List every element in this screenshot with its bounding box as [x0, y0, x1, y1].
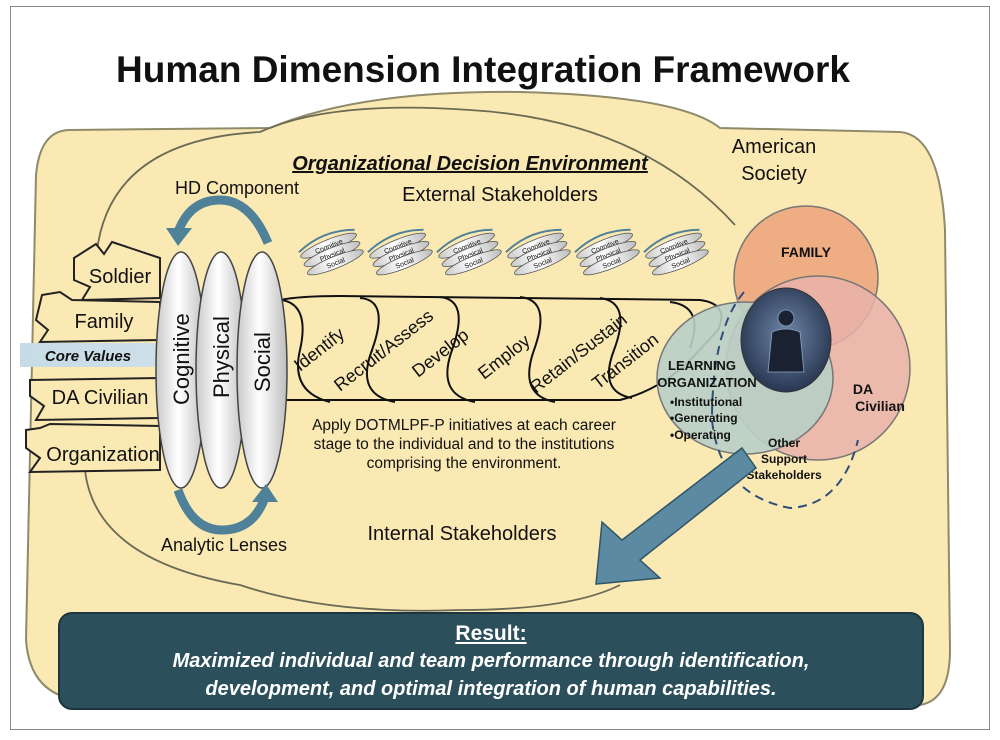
analytic-lenses [155, 251, 288, 489]
result-arrow [595, 446, 758, 585]
dotmlpf-line3: comprising the environment. [367, 455, 562, 472]
mini-lens-ellipse [307, 249, 364, 276]
external-stakeholders-label: External Stakeholders [402, 184, 598, 206]
strand-da-civilian: DA Civilian [52, 387, 149, 409]
mini-lens-ellipse [376, 249, 433, 276]
venn-da-label: DA [853, 381, 873, 397]
strand-soldier: Soldier [89, 266, 152, 288]
venn-civilian-label: Civilian [855, 398, 905, 414]
strand-core-values: Core Values [45, 348, 131, 365]
mini-lens-ellipse [445, 249, 502, 276]
decision-environment-outline [95, 106, 736, 261]
american-society-line1: American [732, 136, 816, 158]
decision-environment-label: Organizational Decision Environment [292, 153, 649, 175]
mini-lens-arrow [643, 228, 700, 253]
hd-component-label: HD Component [175, 178, 299, 198]
mini-lens-arrow [298, 228, 355, 253]
dotmlpf-line1: Apply DOTMLPF-P initiatives at each care… [312, 417, 616, 434]
mini-lens-arrow [505, 228, 562, 253]
analytic-lens-arrow [173, 488, 269, 535]
soldier-figure-icon [767, 309, 805, 373]
mini-lens-ellipse [583, 249, 640, 276]
mini-lens-ellipse [514, 249, 571, 276]
venn-other-label: Other [768, 436, 800, 450]
american-society-line2: Society [741, 163, 807, 185]
venn-item-generating: •Generating [670, 411, 738, 425]
diagram-title: Human Dimension Integration Framework [116, 49, 850, 90]
hd-component-arrowhead [166, 228, 192, 246]
dotmlpf-line2: stage to the individual and to the insti… [314, 436, 615, 453]
result-box: Result: Maximized individual and team pe… [58, 612, 924, 710]
lens-label-cognitive: Cognitive [169, 313, 194, 405]
venn-family-label: FAMILY [781, 244, 832, 260]
strand-organization: Organization [46, 444, 159, 466]
venn-item-institutional: •Institutional [670, 395, 742, 409]
mini-lens-arrow [436, 228, 493, 253]
venn-support-label: Support [761, 452, 807, 466]
lens-label-social: Social [250, 332, 275, 392]
mini-lens-arrow [367, 228, 424, 253]
lens-social [236, 251, 288, 489]
result-line2: development, and optimal integration of … [205, 678, 777, 700]
venn-other-stakeholders-outline [710, 291, 859, 510]
rope-twists [281, 296, 696, 403]
result-title: Result: [455, 622, 527, 645]
rope-strand-ends [25, 240, 161, 474]
result-line1: Maximized individual and team performanc… [172, 650, 810, 672]
mini-lens-arrow [574, 228, 631, 253]
analytic-lenses-label: Analytic Lenses [161, 535, 287, 555]
venn-stakeholders-label: Stakeholders [746, 468, 822, 482]
hd-component-arrow [173, 195, 273, 245]
venn-learning-label: LEARNING [668, 358, 736, 373]
strand-family: Family [75, 311, 134, 333]
internal-stakeholders-label: Internal Stakeholders [367, 523, 556, 545]
internal-stakeholders-outline [84, 469, 621, 612]
lens-label-physical: Physical [209, 316, 234, 398]
mini-lens-ellipse [652, 249, 709, 276]
analytic-lens-arrowhead [252, 484, 278, 502]
venn-organization-label: ORGANIZATION [657, 375, 756, 390]
venn-item-operating: •Operating [670, 428, 731, 442]
